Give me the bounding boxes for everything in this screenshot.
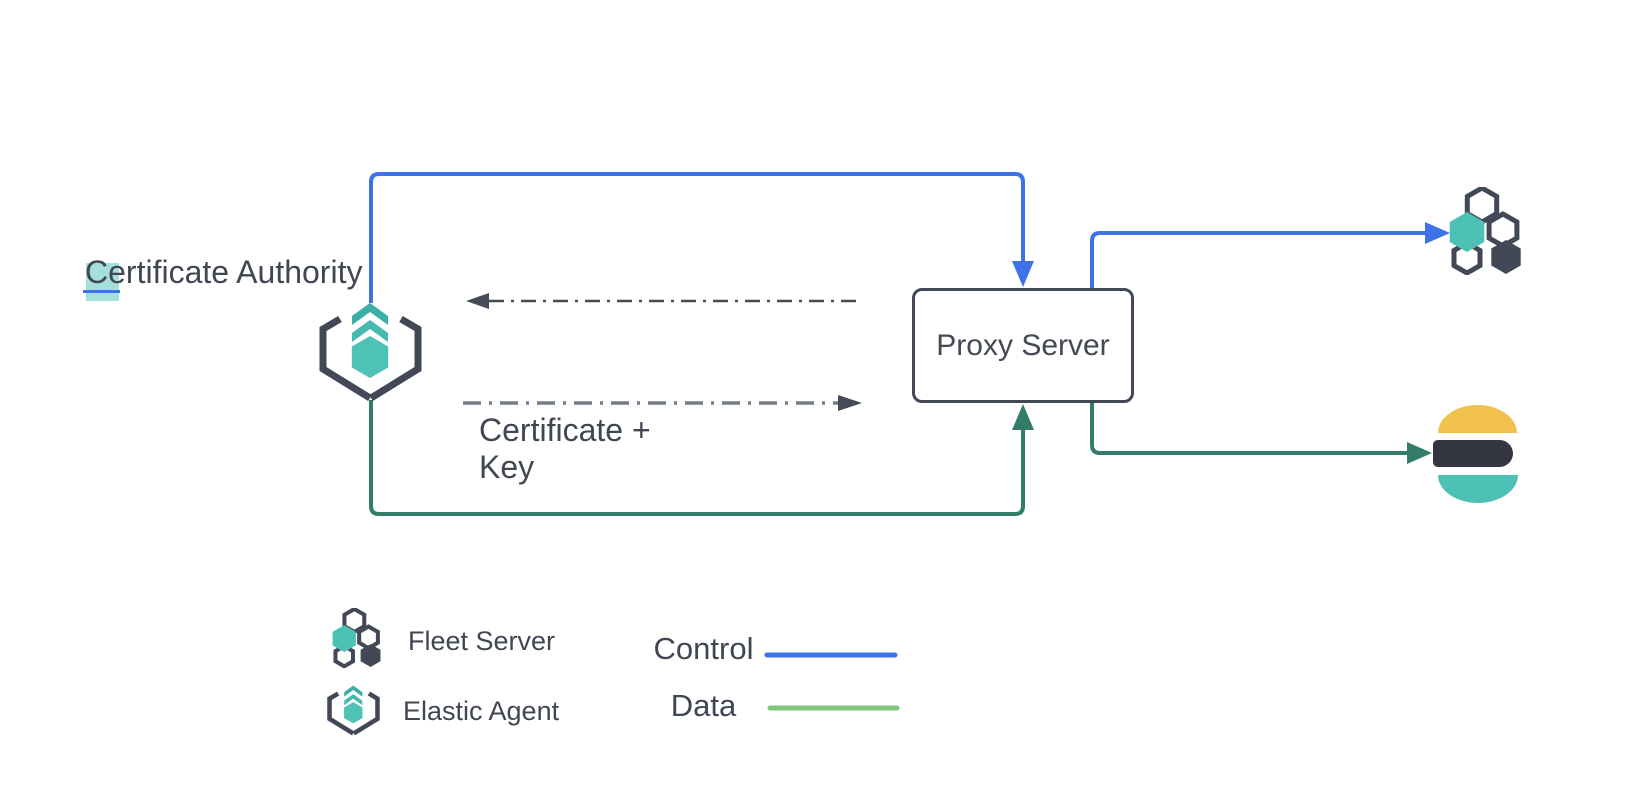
elasticsearch-logo-icon[interactable]	[1433, 403, 1533, 506]
fleet-hex-right	[357, 624, 380, 651]
proxy-server-label: Proxy Server	[936, 328, 1110, 362]
connector-path	[1090, 231, 1426, 288]
es-logo-bottom-teal	[1438, 475, 1518, 503]
certificate-key-line2: Key	[479, 448, 535, 485]
agent-chevron-top	[344, 685, 363, 697]
arrowhead-up-icon	[1012, 404, 1034, 430]
fleet-hex-right	[1486, 211, 1520, 249]
agent-hexagon	[344, 702, 363, 724]
agent-bracket-right	[352, 691, 380, 736]
fleet-hex-teal	[1449, 212, 1485, 252]
legend-label-fleet-server[interactable]: Fleet Server	[408, 626, 556, 656]
legend-label-control[interactable]: Control	[653, 631, 754, 666]
data-connector-agent-to-proxy[interactable]	[369, 400, 1034, 516]
agent-chevron-bottom	[352, 320, 388, 342]
legend-label-elastic-agent[interactable]: Elastic Agent	[403, 696, 560, 726]
es-logo-middle-dark	[1433, 440, 1513, 467]
certificate-key-label[interactable]: Certificate + Key	[479, 412, 651, 486]
fleet-server-icon[interactable]	[1437, 187, 1523, 275]
es-logo-top-yellow	[1438, 405, 1517, 433]
arrowhead-right-icon	[1407, 442, 1432, 464]
agent-bracket-left	[327, 691, 355, 736]
agent-chevron-bottom	[344, 694, 363, 706]
legend-label-data[interactable]: Data	[670, 688, 737, 723]
arrowhead-left-icon	[466, 293, 489, 309]
agent-hexagon	[351, 336, 389, 378]
arrowhead-right-icon	[838, 395, 862, 411]
text-cursor-underline	[83, 290, 120, 293]
fleet-hex-bottom-left	[1451, 240, 1483, 275]
arrowhead-right-icon	[1425, 222, 1450, 244]
fleet-hex-dark	[360, 644, 381, 667]
certificate-key-dashed-arrow-to-proxy[interactable]	[463, 395, 862, 411]
control-connector-agent-to-proxy[interactable]	[369, 172, 1034, 303]
data-connector-proxy-to-elasticsearch[interactable]	[1090, 403, 1432, 464]
connector-path	[369, 400, 1025, 516]
agent-bracket-left	[319, 315, 372, 401]
highlighted-letter: C	[85, 254, 109, 290]
control-connector-proxy-to-fleet[interactable]	[1090, 222, 1450, 288]
fleet-hex-dark	[1491, 240, 1521, 274]
certificate-key-line1: Certificate +	[479, 412, 651, 448]
agent-chevron-top	[352, 303, 388, 325]
certificate-authority-label[interactable]: Certificate Authority	[85, 256, 362, 288]
connector-path	[369, 172, 1025, 303]
arrowhead-down-icon	[1012, 261, 1034, 287]
fleet-hex-teal	[332, 625, 356, 653]
agent-bracket-right	[369, 315, 422, 401]
elastic-agent-icon[interactable]	[318, 300, 423, 403]
connector-path	[1090, 403, 1408, 455]
elastic-agent-icon	[327, 685, 380, 736]
proxy-server-node[interactable]: Proxy Server	[912, 288, 1134, 403]
certificate-dashed-arrow-to-agent[interactable]	[466, 293, 862, 309]
fleet-hex-bottom-left	[333, 643, 356, 668]
fleet-server-icon	[332, 608, 381, 668]
text-selection-highlight	[86, 263, 119, 301]
label-text: ertificate Authority	[108, 254, 363, 290]
